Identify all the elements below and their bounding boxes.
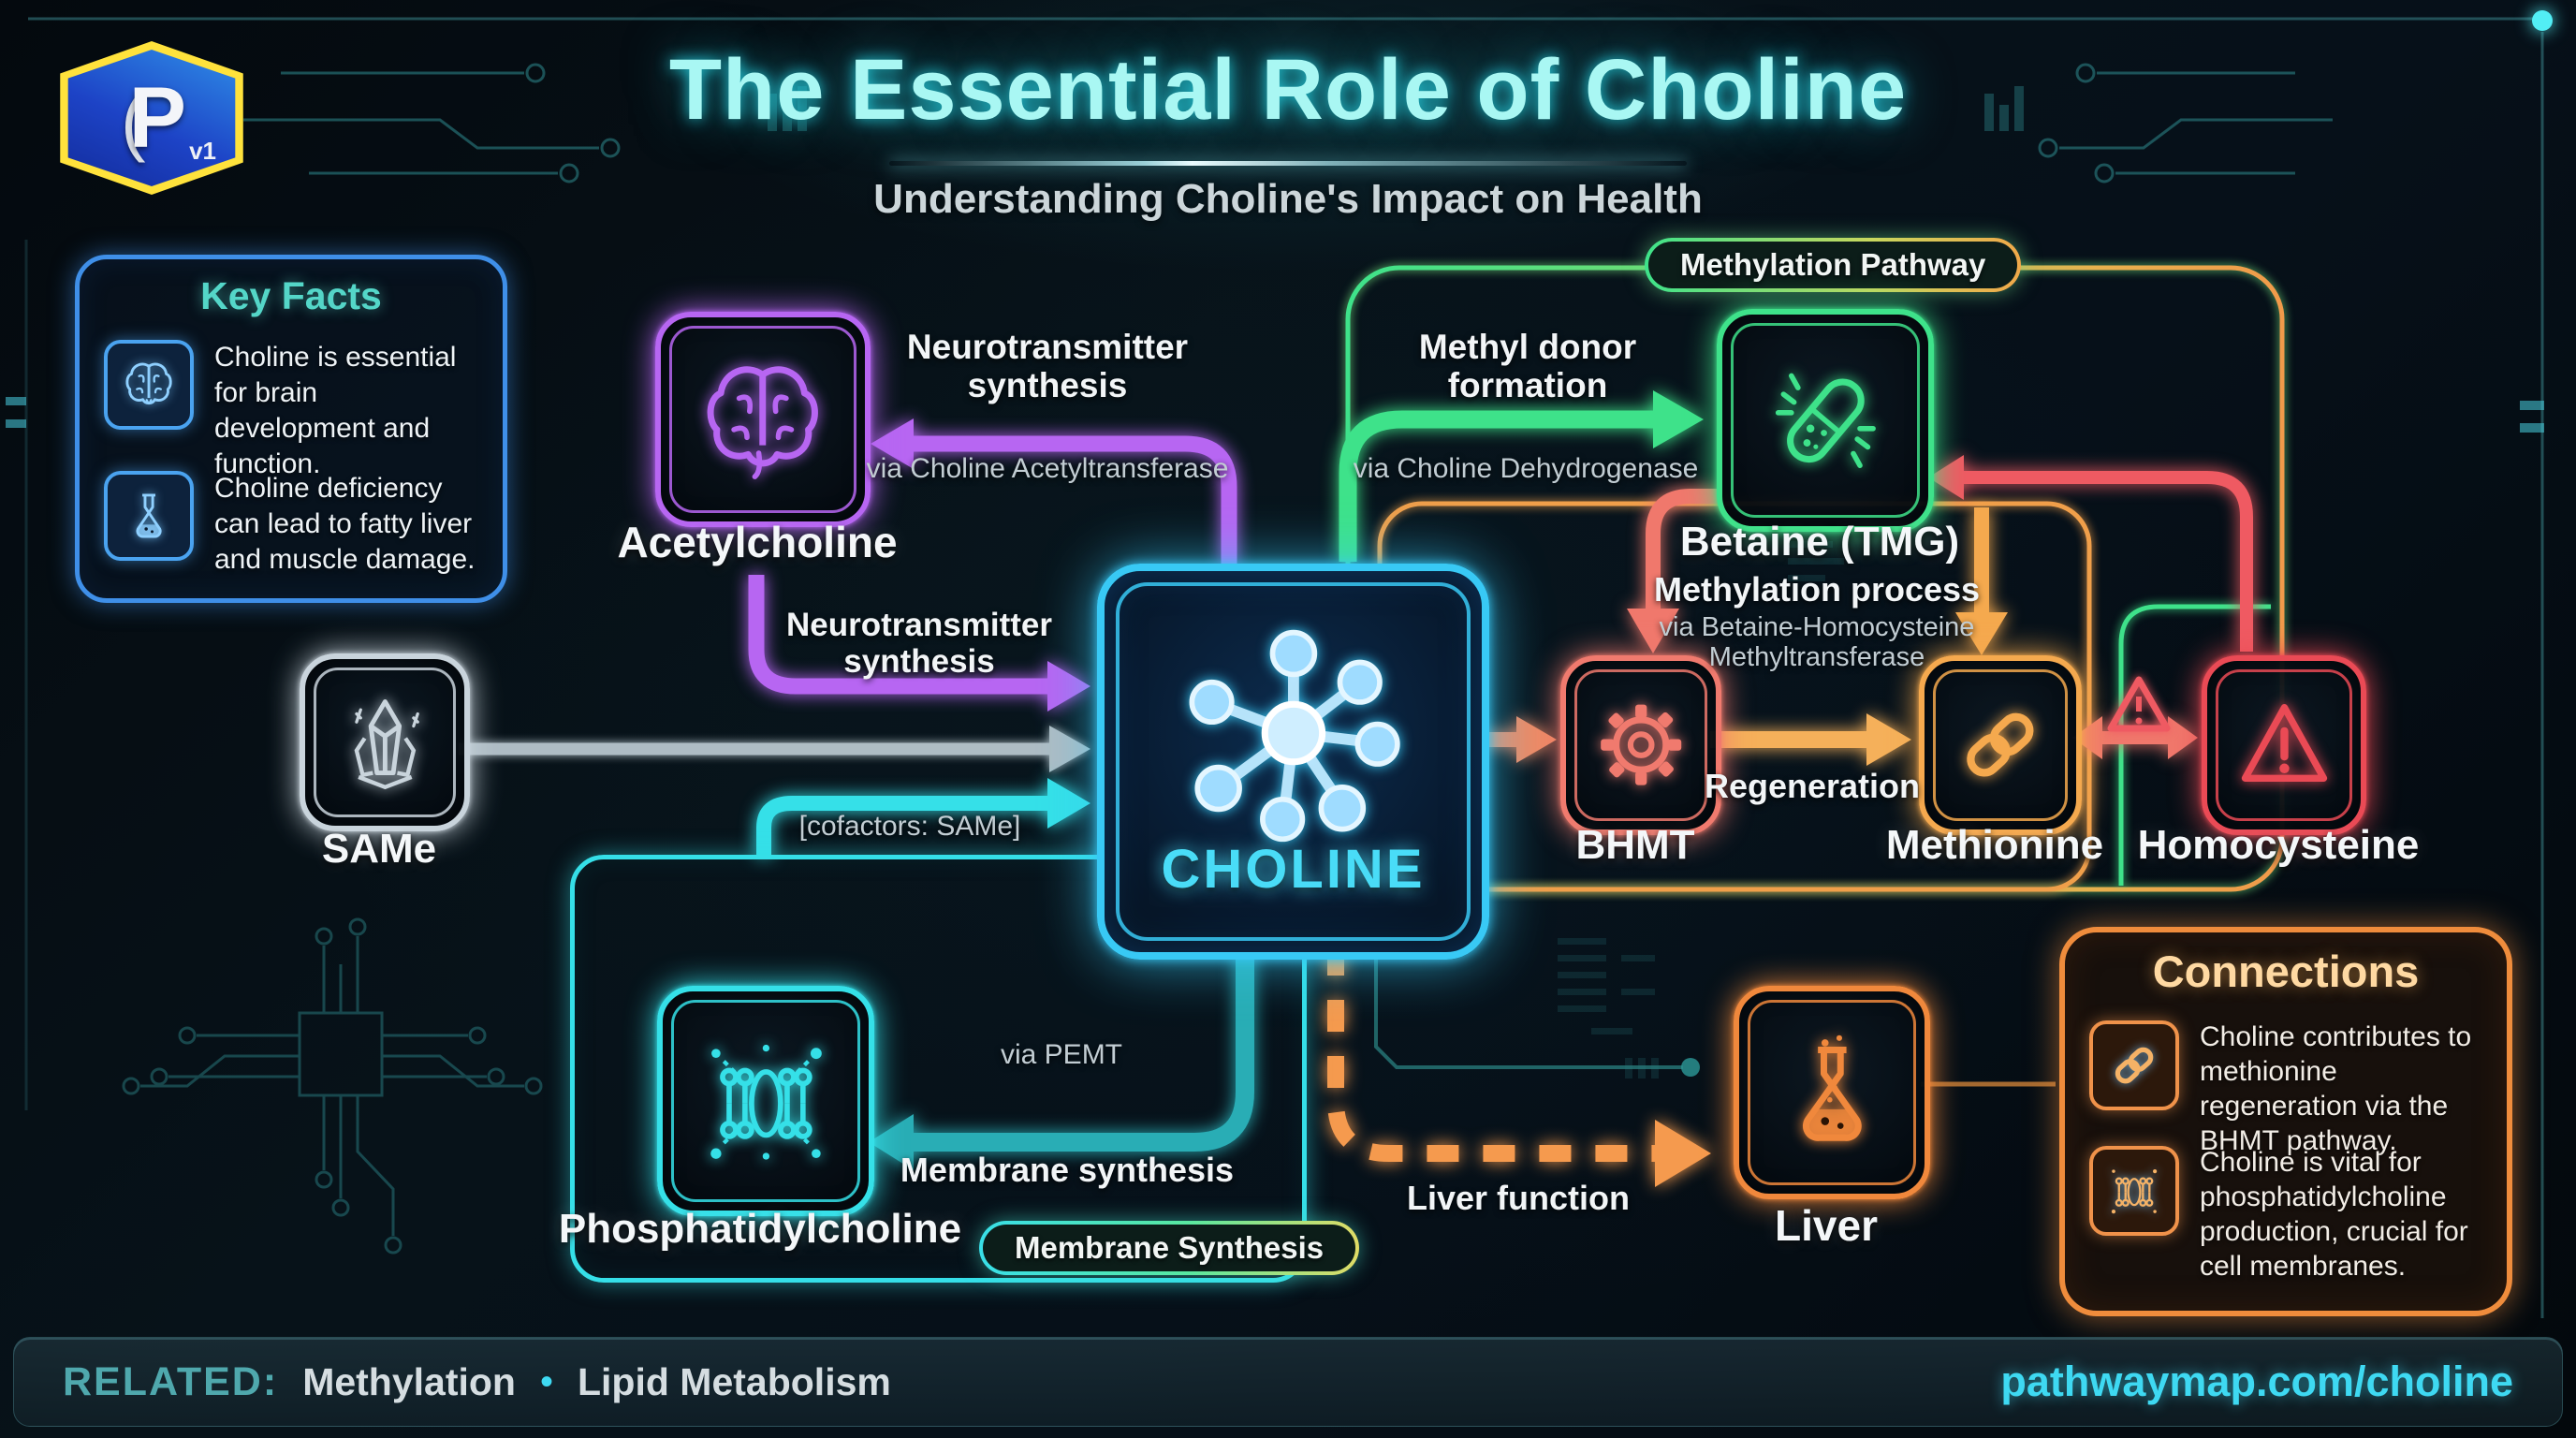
edge-label-via-choline-acetyltransferase: via Choline Acetyltransferase	[866, 453, 1229, 484]
logo-hexagon: P v1	[67, 50, 236, 186]
edge-label-methylation-process: Methylation process	[1653, 570, 1981, 609]
key-facts-panel: Key Facts Choline is essential for brain…	[75, 255, 507, 603]
arrow-choline-to-phosphatidylcholine	[869, 944, 1254, 1170]
edge-label-neurotransmitter-synthesis-bottom: Neurotransmitter synthesis	[786, 607, 1052, 681]
tag-separator-dot: •	[539, 1360, 553, 1402]
gear-icon	[1600, 704, 1681, 786]
key-fact-item: Choline deficiency can lead to fatty liv…	[104, 471, 478, 578]
crystal-icon	[354, 699, 419, 790]
node-label-phosphatidylcholine: Phosphatidylcholine	[558, 1206, 962, 1252]
membrane-synthesis-badge-label: Membrane Synthesis	[983, 1225, 1356, 1271]
related-label: RELATED:	[63, 1358, 279, 1404]
methylation-pathway-badge-label: Methylation Pathway	[1648, 242, 2018, 288]
edge-label-regeneration: Regeneration	[1704, 767, 1921, 805]
key-facts-title: Key Facts	[200, 274, 382, 317]
flask-icon	[1802, 1034, 1862, 1141]
connection-text: Choline is vital for phosphatidylcholine…	[2200, 1147, 2468, 1282]
key-fact-text: Choline is essential for brain developme…	[214, 342, 457, 480]
footer-related: RELATED: Methylation • Lipid Metabolism	[63, 1359, 891, 1405]
warning-icon	[2241, 704, 2327, 783]
footer-bar: RELATED: Methylation • Lipid Metabolism …	[13, 1337, 2563, 1427]
methylation-pathway-badge: Methylation Pathway	[1645, 238, 2022, 292]
edge-label-via-betaine-homocysteine-methyltransferase: via Betaine-Homocysteine Methyltransfera…	[1659, 612, 1975, 673]
membrane-synthesis-badge: Membrane Synthesis	[979, 1221, 1360, 1275]
small-warning-icon	[2107, 676, 2171, 732]
logo-version: v1	[189, 137, 216, 165]
arrow-same-to-choline	[459, 726, 1090, 772]
link-icon	[1967, 713, 2034, 777]
green-partition-line	[2118, 604, 2271, 886]
circuit-traces-top-left	[243, 63, 621, 183]
title-divider	[889, 161, 1687, 166]
node-same	[300, 653, 470, 831]
arrow-regeneration	[1710, 713, 1911, 766]
link-icon	[2089, 1020, 2179, 1110]
chip-decoration	[122, 917, 543, 1255]
node-choline: CHOLINE	[1097, 564, 1489, 960]
edge-ticks	[6, 397, 2544, 433]
connections-panel: Connections Choline contributes to methi…	[2059, 927, 2512, 1316]
node-bhmt	[1560, 655, 1721, 835]
edge-label-via-pemt: via PEMT	[1000, 1039, 1123, 1070]
node-label-choline: CHOLINE	[1161, 839, 1426, 901]
related-tag-lipid-metabolism: Lipid Metabolism	[578, 1359, 891, 1403]
footer-url: pathwaymap.com/choline	[2000, 1357, 2513, 1405]
page-title: The Essential Role of Choline	[668, 42, 1908, 138]
edge-label-cofactors-same: [cofactors: SAMe]	[798, 811, 1021, 842]
node-phosphatidylcholine	[657, 986, 874, 1216]
key-fact-item: Choline is essential for brain developme…	[104, 340, 478, 482]
frame-lines	[24, 17, 2544, 1318]
capsule-icon	[1775, 373, 1876, 468]
node-acetylcholine	[655, 312, 871, 527]
node-label-methionine: Methionine	[1885, 822, 2104, 868]
edge-label-neurotransmitter-synthesis-top: Neurotransmitter synthesis	[906, 328, 1189, 405]
page-subtitle: Understanding Choline's Impact on Health	[873, 176, 1703, 222]
node-methionine	[1919, 655, 2082, 835]
membrane-icon	[710, 1045, 822, 1160]
mini-bars-left	[768, 86, 807, 131]
membrane-icon	[2089, 1146, 2179, 1236]
arrow-liver-function	[1327, 944, 1711, 1187]
connection-text: Choline contributes to methionine regene…	[2200, 1021, 2472, 1156]
brain-icon	[707, 366, 819, 480]
node-label-same: SAMe	[321, 826, 437, 872]
edge-label-via-choline-dehydrogenase: via Choline Dehydrogenase	[1353, 453, 1699, 484]
corner-dot	[2532, 10, 2553, 31]
edge-label-methyl-donor-formation: Methyl donor formation	[1418, 328, 1637, 405]
circuit-traces-top-right	[2038, 63, 2333, 183]
node-label-acetylcholine: Acetylcholine	[617, 518, 898, 566]
flask-icon	[104, 471, 194, 561]
arrow-choline-to-acetylcholine	[871, 418, 1237, 565]
brain-icon	[104, 340, 194, 430]
node-betaine	[1717, 309, 1934, 532]
related-tag-methylation: Methylation	[302, 1359, 516, 1403]
molecule-icon	[1189, 629, 1400, 843]
mini-bars-right	[1984, 86, 2024, 131]
node-label-homocysteine: Homocysteine	[2137, 822, 2420, 868]
node-liver	[1734, 986, 1930, 1199]
edge-label-liver-function: Liver function	[1406, 1179, 1631, 1217]
node-label-betaine: Betaine (TMG)	[1679, 519, 1960, 565]
edge-label-membrane-synthesis: Membrane synthesis	[900, 1151, 1235, 1189]
arrow-betaine-to-methionine	[1955, 507, 2008, 655]
arrow-cofactors-to-choline	[756, 778, 1090, 858]
arrow-acetylcholine-to-choline	[748, 575, 1090, 712]
node-homocysteine	[2202, 655, 2366, 835]
key-fact-text: Choline deficiency can lead to fatty liv…	[214, 473, 476, 576]
teal-trace-to-liver	[1374, 944, 1700, 1077]
connection-item: Choline is vital for phosphatidylcholine…	[2089, 1146, 2486, 1284]
pathwaymap-logo: P v1	[60, 41, 243, 195]
arrow-methionine-homocysteine	[2072, 716, 2198, 759]
logo-letter: P	[121, 69, 186, 168]
node-label-liver: Liver	[1775, 1201, 1878, 1250]
connections-title: Connections	[2152, 946, 2420, 996]
connection-item: Choline contributes to methionine regene…	[2089, 1020, 2486, 1159]
arrow-choline-to-betaine	[1339, 390, 1704, 562]
arrow-homocysteine-to-betaine	[1928, 455, 2253, 652]
arrow-betaine-to-bhmt	[1627, 489, 1722, 653]
node-label-bhmt: BHMT	[1575, 822, 1695, 868]
